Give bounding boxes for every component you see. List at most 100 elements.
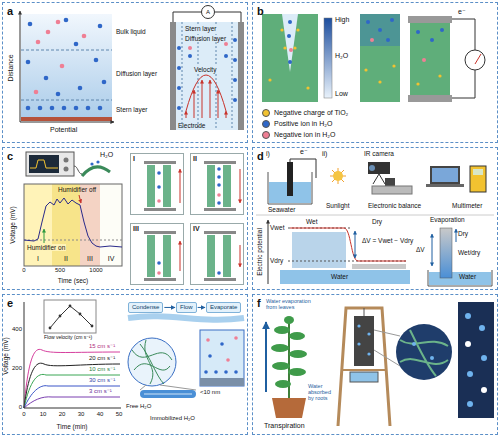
streaming-channel bbox=[176, 22, 238, 130]
double-layer-sketch bbox=[74, 42, 79, 47]
tio2-film-sketch bbox=[416, 82, 419, 85]
tio2-film-sketch bbox=[268, 78, 271, 81]
humidity-test-sketch bbox=[82, 167, 110, 176]
streaming-channel bbox=[170, 6, 244, 131]
annotation-label: e⁻ bbox=[300, 148, 308, 156]
humidity-test-sketch bbox=[79, 195, 81, 203]
state-numeral: II bbox=[191, 154, 243, 163]
streaming-channel bbox=[215, 12, 242, 22]
humidity-test-sketch bbox=[24, 240, 122, 241]
axis-tick: 1000 bbox=[89, 267, 102, 274]
seawater-test-sketch bbox=[426, 184, 464, 187]
annotation-label: <10 nm bbox=[200, 389, 220, 396]
axis-title: Potential bbox=[50, 126, 77, 134]
series-label: 20 cm s⁻¹ bbox=[88, 355, 116, 362]
transpiration-sketch bbox=[465, 313, 471, 319]
tio2-film-sketch bbox=[288, 20, 292, 24]
tio2-film-sketch bbox=[289, 48, 293, 52]
flow-arrow bbox=[164, 307, 175, 308]
transpiration-sketch bbox=[271, 344, 289, 352]
transpiration-sketch bbox=[481, 355, 487, 361]
axis-title: Time (sec) bbox=[58, 277, 88, 284]
streaming-channel bbox=[226, 111, 227, 118]
double-layer-sketch bbox=[20, 11, 21, 122]
streaming-channel bbox=[224, 54, 228, 58]
transpiration-sketch bbox=[458, 302, 494, 418]
fiber-state-sketch bbox=[147, 235, 155, 277]
fiber-state-sketch bbox=[223, 235, 231, 277]
tio2-film-sketch bbox=[408, 16, 452, 23]
streaming-channel bbox=[233, 38, 237, 42]
fiber-state-sketch bbox=[217, 175, 221, 179]
humidity-test-sketch bbox=[90, 162, 93, 165]
transpiration-sketch bbox=[367, 332, 370, 335]
tio2-film-sketch bbox=[360, 14, 400, 46]
annotation-label: Vwet bbox=[270, 224, 284, 231]
double-layer-sketch bbox=[21, 50, 112, 51]
state-numeral: IV bbox=[191, 224, 243, 233]
transpiration-sketch bbox=[430, 356, 434, 360]
fiber-water-sketch bbox=[200, 378, 244, 386]
fiber-water-sketch bbox=[234, 370, 238, 374]
axis-tick: 10 bbox=[40, 411, 47, 418]
state-panel: IV bbox=[190, 223, 244, 285]
double-layer-sketch bbox=[56, 92, 61, 97]
tio2-film-sketch bbox=[360, 14, 400, 102]
fiber-state-sketch bbox=[144, 231, 180, 281]
humidity-test-sketch bbox=[64, 167, 69, 172]
annotation-label: Wet bbox=[306, 218, 317, 225]
double-layer-sketch bbox=[98, 106, 103, 111]
seawater-test-sketch bbox=[432, 168, 458, 182]
axis-title: Electric potential bbox=[256, 228, 263, 276]
streaming-channel bbox=[194, 90, 195, 118]
state-panel: III bbox=[130, 223, 184, 285]
annotation-label: High bbox=[335, 16, 349, 24]
seawater-test-sketch bbox=[372, 186, 412, 194]
annotation-label: ΔV = Vwet − Vdry bbox=[362, 237, 413, 244]
transpiration-sketch bbox=[467, 371, 473, 377]
double-layer-sketch bbox=[44, 76, 49, 81]
tio2-film-sketch bbox=[422, 58, 426, 62]
streaming-channel bbox=[177, 106, 181, 110]
transpiration-sketch bbox=[357, 342, 360, 345]
fiber-state-sketch bbox=[144, 278, 176, 281]
state-panel: I bbox=[130, 153, 184, 215]
double-layer-sketch bbox=[82, 34, 87, 39]
fiber-state-sketch bbox=[217, 183, 221, 187]
humidity-test-sketch bbox=[24, 198, 122, 247]
region-numeral: III bbox=[87, 255, 93, 263]
fiber-state-sketch bbox=[144, 161, 180, 211]
seawater-test-sketch bbox=[473, 169, 483, 175]
humidity-test-sketch bbox=[96, 160, 99, 163]
fiber-state-sketch bbox=[204, 231, 240, 281]
state-numeral: III bbox=[131, 224, 183, 233]
streaming-channel bbox=[182, 22, 183, 130]
streaming-channel bbox=[233, 98, 237, 102]
double-layer-sketch bbox=[20, 122, 114, 123]
tio2-film-sketch bbox=[306, 86, 309, 89]
axis-tick: 400 bbox=[12, 326, 22, 333]
annotation-label: Vdry bbox=[270, 257, 283, 264]
series-label: 15 cm s⁻¹ bbox=[88, 343, 116, 350]
seawater-test-sketch bbox=[332, 170, 344, 182]
flow-voltage-chart bbox=[49, 327, 52, 330]
streaming-channel bbox=[173, 12, 202, 22]
streaming-channel bbox=[177, 66, 181, 70]
axis-title: Time (min) bbox=[57, 423, 88, 430]
fiber-water-sketch bbox=[220, 342, 224, 346]
humidity-test-sketch bbox=[64, 158, 69, 163]
flow-voltage-chart bbox=[24, 349, 120, 408]
annotation-label: Multimeter bbox=[452, 202, 482, 209]
fiber-water-sketch bbox=[144, 394, 192, 395]
tio2-film-sketch bbox=[366, 20, 370, 24]
transpiration-sketch bbox=[367, 352, 370, 355]
axis-title: Distance bbox=[7, 54, 15, 81]
humidity-test-sketch bbox=[24, 184, 52, 266]
transpiration-sketch bbox=[338, 308, 390, 426]
annotation-label: Humidifier off bbox=[58, 186, 96, 193]
transpiration-sketch bbox=[481, 387, 487, 393]
flow-voltage-chart bbox=[44, 300, 96, 333]
flow-voltage-chart bbox=[69, 305, 72, 308]
tio2-film-sketch bbox=[416, 30, 420, 34]
sub-panel-tag: i) bbox=[266, 150, 270, 158]
